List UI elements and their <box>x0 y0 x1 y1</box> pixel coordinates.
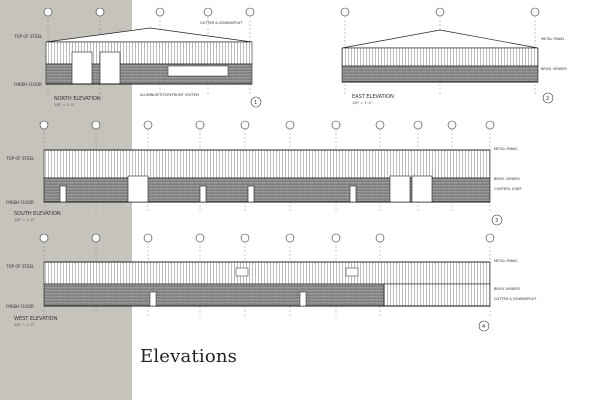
view-marker <box>491 214 503 226</box>
overhead-door <box>99 51 121 85</box>
view-marker-number: 2 <box>546 96 549 102</box>
elevation-mark-text: TOP OF STEEL <box>13 34 43 39</box>
callout-text: CONTROL JOINT <box>494 187 523 191</box>
elevation-mark-text: TOP OF STEEL <box>5 264 35 269</box>
callout-text: METAL PANEL <box>494 259 518 263</box>
grid-bubble <box>331 233 341 243</box>
grid-bubble <box>240 233 250 243</box>
man-door <box>149 291 157 307</box>
callout-text: ALUMINUM STOREFRONT SYSTEM <box>140 93 199 97</box>
view-marker-number: 3 <box>495 218 498 224</box>
man-door <box>59 185 67 203</box>
window <box>235 267 249 277</box>
west-elevation: TOP OF STEEL FINISH FLOOR METAL PANEL BR… <box>5 233 537 332</box>
grid-bubble <box>285 120 295 130</box>
grid-bubble <box>155 7 165 17</box>
elevation-mark-text: FINISH FLOOR <box>14 82 42 87</box>
grid-bubble <box>39 120 49 130</box>
east-elevation: METAL PANEL BRICK VENEER EAST ELEVATION … <box>340 7 567 105</box>
grid-bubble <box>285 233 295 243</box>
view-title: SOUTH ELEVATION <box>14 211 61 217</box>
view-scale: 1/8" = 1'-0" <box>14 218 35 222</box>
grid-bubble <box>143 233 153 243</box>
grid-bubble <box>245 7 255 17</box>
view-marker <box>542 92 554 104</box>
north-elevation: TOP OF STEEL FINISH FLOOR ALUMINUM STORE… <box>13 7 262 108</box>
south-elevation: TOP OF STEEL FINISH FLOOR METAL PANEL BR… <box>5 120 523 226</box>
grid-bubble <box>447 120 457 130</box>
grid-bubble <box>375 233 385 243</box>
grid-bubble <box>435 7 445 17</box>
grid-bubble <box>91 120 101 130</box>
view-marker <box>478 320 490 332</box>
metal-panel-band <box>341 47 539 67</box>
metal-panel-band <box>43 261 491 285</box>
grid-bubble <box>240 120 250 130</box>
overhead-door <box>411 175 433 203</box>
view-marker <box>250 96 262 108</box>
overhead-door <box>127 175 149 203</box>
view-scale: 1/8" = 1'-0" <box>14 323 35 327</box>
storefront-window <box>167 65 229 77</box>
brick-veneer-band <box>43 283 385 307</box>
grid-bubble <box>95 7 105 17</box>
grid-bubble <box>485 120 495 130</box>
brick-veneer-band <box>341 65 539 83</box>
man-door <box>349 185 357 203</box>
grid-bubble <box>143 120 153 130</box>
callout-text: GUTTER & DOWNSPOUT <box>494 297 537 301</box>
elevation-mark-text: FINISH FLOOR <box>6 304 34 309</box>
callout-text: GUTTER & DOWNSPOUT <box>200 21 243 25</box>
grid-bubble <box>39 233 49 243</box>
callout-text: METAL PANEL <box>494 147 518 151</box>
overhead-door <box>71 51 93 85</box>
grid-bubble <box>195 233 205 243</box>
man-door <box>247 185 255 203</box>
elevation-mark-text: FINISH FLOOR <box>6 200 34 205</box>
grid-bubble <box>43 7 53 17</box>
man-door <box>199 185 207 203</box>
grid-bubble <box>340 7 350 17</box>
view-scale: 1/8" = 1'-0" <box>352 101 373 105</box>
view-scale: 1/8" = 1'-0" <box>54 103 75 107</box>
callout-text: BRICK VENEER <box>541 67 567 71</box>
view-title: WEST ELEVATION <box>14 316 58 322</box>
overhead-door <box>389 175 411 203</box>
metal-panel-band <box>383 283 491 307</box>
grid-bubble <box>530 7 540 17</box>
metal-panel-band <box>43 149 491 179</box>
grid-bubble <box>203 7 213 17</box>
grid-bubble <box>375 120 385 130</box>
grid-bubble <box>413 120 423 130</box>
man-door <box>299 291 307 307</box>
roof-gable <box>45 27 253 43</box>
callout-text: METAL PANEL <box>541 37 565 41</box>
window <box>345 267 359 277</box>
view-title: EAST ELEVATION <box>352 94 394 100</box>
roof-gable <box>341 29 539 49</box>
elevation-mark-text: TOP OF STEEL <box>5 156 35 161</box>
callout-text: BRICK VENEER <box>494 177 520 181</box>
grid-bubble <box>91 233 101 243</box>
grid-bubble <box>485 233 495 243</box>
callout-text: BRICK VENEER <box>494 287 520 291</box>
grid-bubble <box>195 120 205 130</box>
sheet-caption: Elevations <box>140 346 238 367</box>
view-marker-number: 1 <box>254 100 257 106</box>
view-title: NORTH ELEVATION <box>54 96 101 102</box>
view-marker-number: 4 <box>482 324 485 330</box>
grid-bubble <box>331 120 341 130</box>
